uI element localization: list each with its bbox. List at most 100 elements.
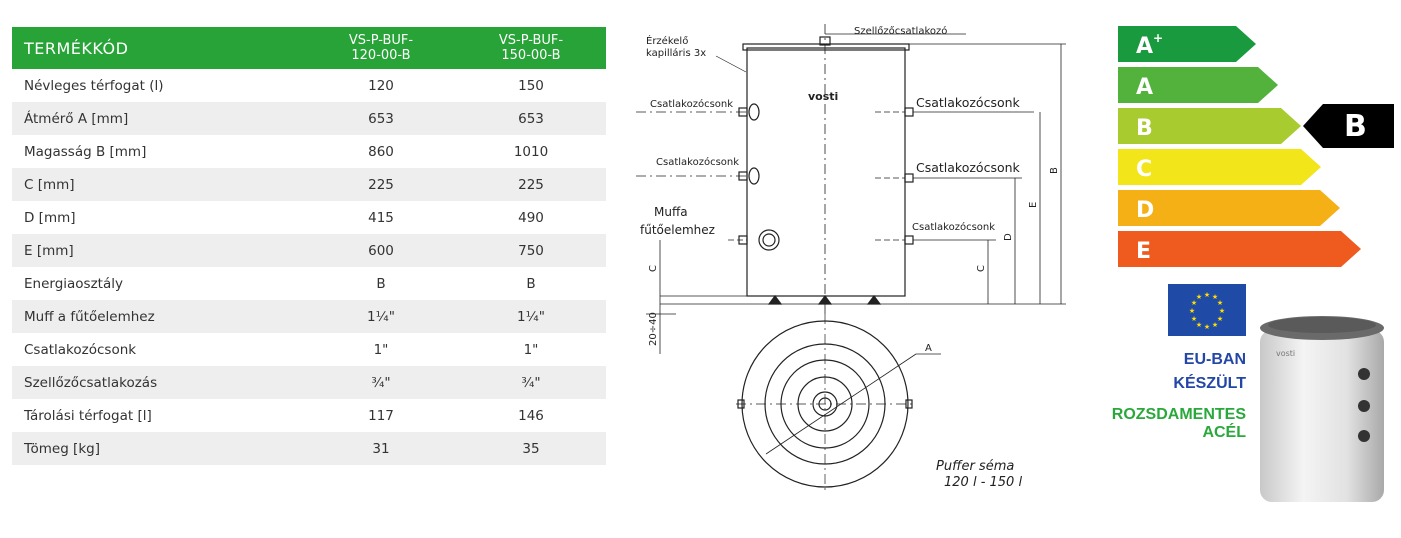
dim-e-label: E [1028, 202, 1039, 208]
row-value-150: 490 [518, 209, 544, 226]
row-label: Névleges térfogat (l) [24, 77, 164, 94]
tank-photo-port [1358, 430, 1370, 442]
energy-class-arrow [1118, 108, 1301, 144]
row-value-120: B [376, 275, 386, 292]
tank-foot [817, 295, 833, 305]
svg-text:★: ★ [1212, 293, 1218, 301]
row-value-120: 1" [373, 341, 389, 358]
energy-class-label: A [1136, 75, 1153, 100]
svg-text:★: ★ [1204, 323, 1210, 331]
tank-schematic: Szellőzőcsatlakozó Érzékelő kapilláris 3… [636, 24, 1066, 494]
row-value-120: 415 [368, 209, 394, 226]
svg-text:★: ★ [1212, 321, 1218, 329]
table-header-row: TERMÉKKÓD VS-P-BUF- 120-00-B VS-P-BUF- 1… [12, 27, 606, 69]
eu-stars: ★★★ ★★★ ★★★ ★★★ [1189, 291, 1225, 331]
row-value-120: 117 [368, 407, 394, 424]
svg-text:★: ★ [1217, 299, 1223, 307]
tank-foot [767, 295, 783, 305]
right-port-label-3: Csatlakozócsonk [912, 221, 995, 233]
right-port-label-2: Csatlakozócsonk [916, 160, 1021, 175]
row-label: Magasság B [mm] [24, 143, 147, 160]
eu-flag-icon: ★★★ ★★★ ★★★ ★★★ [1168, 284, 1246, 336]
right-port-1 [904, 107, 914, 117]
vent-label: Szellőzőcsatlakozó [854, 25, 947, 37]
stainless-steel-badge-line2: ACÉL [1202, 424, 1246, 441]
row-value-120: 860 [368, 143, 394, 160]
row-value-150: 1010 [513, 143, 549, 160]
muff-label-2: fűtőelemhez [640, 223, 715, 237]
row-label: Muff a fűtőelemhez [12, 300, 306, 333]
table-row: D [mm] 415 490 [12, 201, 606, 234]
top-view-stub-right [905, 399, 913, 409]
row-value-120: ¾" [306, 366, 456, 399]
muff-stub [738, 235, 748, 245]
svg-text:★: ★ [1196, 321, 1202, 329]
caption-line1: Puffer séma [936, 459, 1014, 474]
sensor-leader [715, 55, 747, 73]
row-label: Csatlakozócsonk [24, 341, 137, 358]
energy-class-label: B [1136, 116, 1153, 141]
energy-class-arrow [1118, 149, 1321, 185]
row-value-120: 31 [306, 432, 456, 465]
left-port-label-1: Csatlakozócsonk [650, 98, 733, 110]
spec-table: TERMÉKKÓD VS-P-BUF- 120-00-B VS-P-BUF- 1… [12, 27, 606, 465]
tank-product-photo: vosti [1260, 316, 1384, 502]
tank-photo-port [1358, 400, 1370, 412]
left-port-1 [738, 107, 748, 117]
row-value-120: 653 [306, 102, 456, 135]
row-value-150: 653 [456, 102, 606, 135]
dim-a-label: A [925, 343, 932, 354]
left-port-label-2: Csatlakozócsonk [656, 156, 739, 168]
header-product-code: TERMÉKKÓD [12, 27, 306, 69]
muff-label-1: Muffa [654, 205, 688, 219]
right-port-label-1: Csatlakozócsonk [916, 95, 1021, 110]
tank-top-lid [742, 43, 910, 51]
row-value-150: 35 [456, 432, 606, 465]
tank-body-outline [746, 47, 906, 297]
tank-photo-brand: vosti [1276, 349, 1295, 358]
energy-class-arrow [1118, 26, 1256, 62]
energy-label-scale: A + A B C D E B [1118, 26, 1394, 267]
left-port-flange-1 [748, 103, 760, 121]
row-value-150: 750 [456, 234, 606, 267]
energy-class-label: E [1136, 239, 1151, 264]
row-value-120: 1¼" [306, 300, 456, 333]
model-120-line1: VS-P-BUF- [348, 33, 414, 48]
dim-b-label: B [1049, 167, 1060, 174]
row-value-150: 1" [523, 341, 539, 358]
model-120-line2: 120-00-B [351, 48, 411, 63]
svg-text:★: ★ [1217, 315, 1223, 323]
dim-c-left-label: C [648, 265, 659, 272]
energy-class-label: C [1136, 157, 1152, 182]
energy-class-sup: + [1153, 31, 1163, 45]
energy-class-arrow [1118, 190, 1340, 226]
row-value-120: 600 [306, 234, 456, 267]
row-label: C [mm] [12, 168, 306, 201]
muff-outer-ring [758, 229, 780, 251]
tank-photo-lid-top [1268, 317, 1376, 333]
svg-text:★: ★ [1191, 315, 1197, 323]
tank-photo-body [1260, 330, 1384, 502]
tank-photo-port [1358, 368, 1370, 380]
energy-class-arrow [1118, 67, 1278, 103]
svg-text:★: ★ [1204, 291, 1210, 299]
row-label: Szellőzőcsatlakozás [12, 366, 306, 399]
header-model-150: VS-P-BUF- 150-00-B [456, 27, 606, 69]
row-label: D [mm] [24, 209, 76, 226]
current-energy-class-label: B [1344, 109, 1367, 144]
svg-text:★: ★ [1196, 293, 1202, 301]
row-value-150: 225 [456, 168, 606, 201]
caption-line2: 120 l - 150 l [944, 475, 1022, 490]
svg-text:★: ★ [1191, 299, 1197, 307]
dim-d-label: D [1003, 233, 1014, 241]
muff-inner-ring [762, 233, 776, 247]
right-port-3 [904, 235, 914, 245]
schema-brand-logo: vosti [808, 90, 838, 103]
